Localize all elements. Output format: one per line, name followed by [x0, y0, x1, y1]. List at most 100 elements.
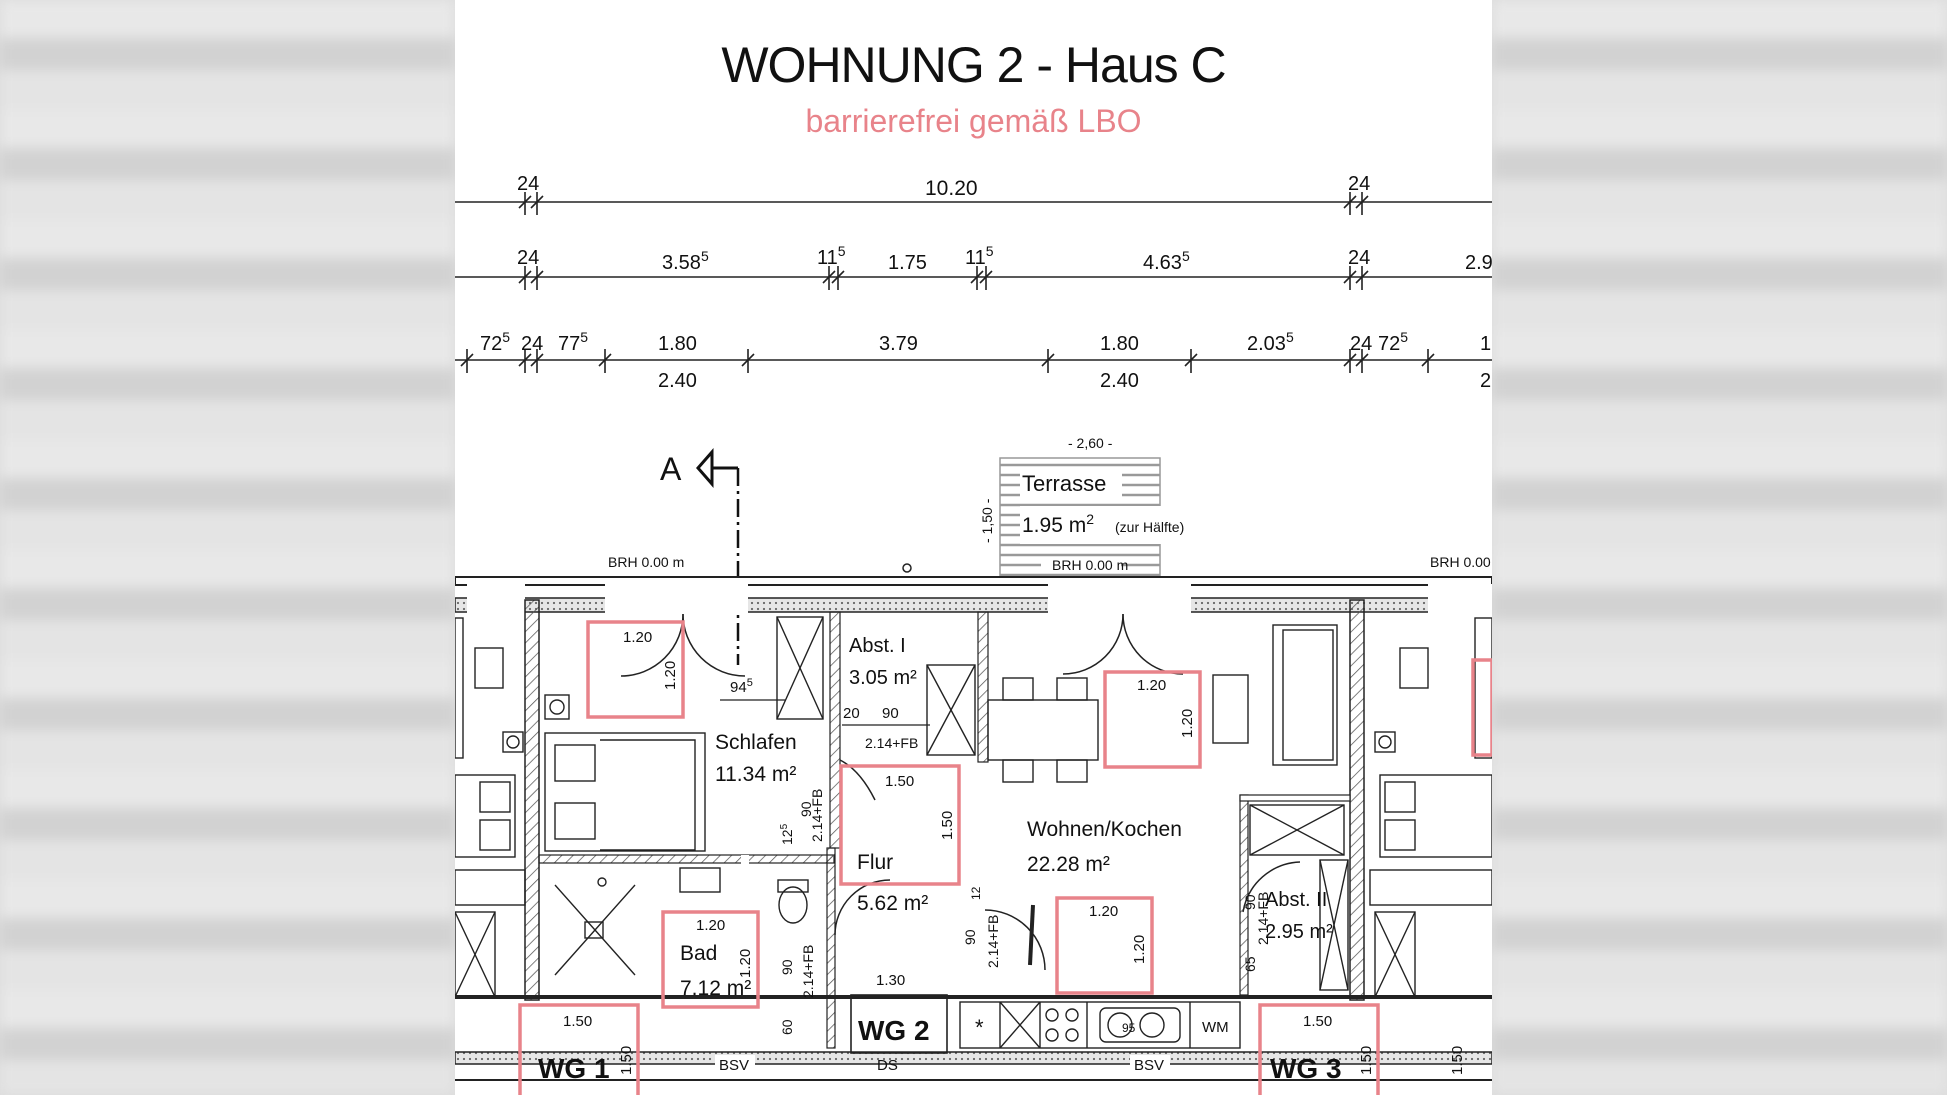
dim-row2-e: 115 [965, 243, 994, 269]
dim-row3-g: 2.035 [1247, 329, 1294, 355]
dim-row3-d: 1.80 [658, 333, 697, 355]
dim-row2-a: 24 [517, 247, 539, 269]
terrace-note: (zur Hälfte) [1115, 519, 1184, 535]
dim-row1-c: 24 [1348, 173, 1370, 195]
dim-row2-c: 115 [817, 243, 846, 269]
dim-row2-h: 2.9 [1465, 252, 1492, 274]
door-dimensions: 945 20 90 2.14+FB 2.14+FB 125 90 2.14+FB… [720, 677, 1271, 1035]
svg-text:90: 90 [962, 929, 978, 945]
clearance-labels: 1.20 1.20 1.50 1.50 1.20 1.20 1.20 1.20 … [563, 629, 1466, 1075]
svg-text:20: 20 [843, 705, 860, 722]
svg-text:945: 945 [730, 677, 753, 696]
room-abst2-area: 2.95 m² [1265, 921, 1333, 943]
room-labels: Abst. I 3.05 m² Schlafen 11.34 m² Flur 5… [538, 635, 1342, 1084]
dim-row3-a: 725 [480, 329, 510, 355]
svg-text:1.50: 1.50 [1358, 1046, 1375, 1075]
terrace: Terrasse 1.95 m2 (zur Hälfte) - 2,60 - -… [979, 435, 1184, 577]
svg-text:2.14+FB: 2.14+FB [800, 945, 816, 998]
floor-plan-sheet: WOHNUNG 2 - Haus C barrierefrei gemäß LB… [455, 0, 1492, 1095]
room-abst2-name: Abst. II [1265, 889, 1327, 911]
svg-text:2.14+FB: 2.14+FB [1255, 892, 1271, 945]
brh-middle: BRH 0.00 m [1052, 557, 1128, 573]
section-marker-a: A [660, 448, 740, 665]
room-bad-area: 7.12 m² [680, 977, 751, 1000]
terrace-depth: - 1,50 - [979, 498, 995, 543]
svg-text:12: 12 [969, 886, 983, 900]
dim-row2-g: 24 [1348, 247, 1370, 269]
svg-text:2.14+FB: 2.14+FB [809, 789, 825, 842]
brh-left: BRH 0.00 m [608, 554, 684, 570]
plan-title: WOHNUNG 2 - Haus C [721, 37, 1226, 93]
svg-text:WM: WM [1202, 1019, 1229, 1036]
svg-text:1.20: 1.20 [1089, 903, 1118, 920]
svg-text:1.20: 1.20 [1131, 935, 1148, 964]
room-abst1-name: Abst. I [849, 635, 906, 657]
svg-text:1.20: 1.20 [737, 949, 754, 978]
dim-row3-i: 725 [1378, 329, 1408, 355]
svg-text:1.30: 1.30 [876, 972, 905, 989]
svg-text:60: 60 [779, 1019, 795, 1035]
wg1-label: WG 1 [538, 1053, 610, 1084]
dim-row3-h: 24 [1350, 333, 1372, 355]
room-flur-name: Flur [857, 851, 893, 874]
svg-text:1.20: 1.20 [623, 629, 652, 646]
dim-row3-e: 3.79 [879, 333, 918, 355]
room-schlafen-name: Schlafen [715, 731, 797, 754]
wg3-label: WG 3 [1270, 1053, 1342, 1084]
svg-text:1.20: 1.20 [1137, 677, 1166, 694]
title-block: WOHNUNG 2 - Haus C barrierefrei gemäß LB… [455, 0, 1492, 160]
walls [455, 576, 1492, 1081]
svg-text:90: 90 [1242, 894, 1258, 910]
plan-subtitle: barrierefrei gemäß LBO [805, 103, 1142, 139]
dim-row2-d: 1.75 [888, 252, 927, 274]
room-abst1-area: 3.05 m² [849, 667, 917, 689]
blurred-background-left [0, 0, 455, 1095]
svg-text:1.20: 1.20 [1179, 709, 1196, 738]
svg-text:90: 90 [779, 959, 795, 975]
dim-row3-d2: 2.40 [658, 370, 697, 392]
room-flur-area: 5.62 m² [857, 892, 928, 915]
svg-text:65: 65 [1242, 956, 1258, 972]
dim-row1-a: 24 [517, 173, 539, 195]
dim-row2-b: 3.585 [662, 248, 709, 274]
neighbour-furniture-right [1369, 617, 1492, 998]
svg-text:BSV: BSV [719, 1057, 749, 1074]
svg-text:1.50: 1.50 [618, 1046, 635, 1075]
dim-row3-f2: 2.40 [1100, 370, 1139, 392]
dim-row3-j2: 2 [1480, 370, 1491, 392]
svg-text:2.14+FB: 2.14+FB [865, 735, 918, 751]
dimension-chain-middle [455, 266, 1492, 290]
dimension-chain-overall [455, 192, 1492, 215]
svg-text:A: A [660, 451, 682, 487]
dim-row3-f: 1.80 [1100, 333, 1139, 355]
neighbour-furniture-left [455, 617, 526, 998]
furniture [544, 616, 1349, 1049]
dim-row3-b: 24 [521, 333, 543, 355]
wg2-label: WG 2 [858, 1015, 930, 1046]
svg-text:2.14+FB: 2.14+FB [985, 915, 1001, 968]
svg-text:95: 95 [1122, 1021, 1136, 1035]
room-bad-name: Bad [680, 942, 717, 965]
svg-text:1.50: 1.50 [1303, 1013, 1332, 1030]
blurred-background-right [1492, 0, 1947, 1095]
svg-text:1.50: 1.50 [1449, 1046, 1466, 1075]
svg-text:90: 90 [798, 801, 814, 817]
svg-text:DS: DS [877, 1057, 898, 1074]
svg-text:BSV: BSV [1134, 1057, 1164, 1074]
dimension-chain-openings [455, 349, 1492, 373]
brh-right: BRH 0.00 [1430, 554, 1491, 570]
svg-text:1.50: 1.50 [563, 1013, 592, 1030]
fixture-labels: BSV DS BSV WM * [715, 1015, 1229, 1074]
terrace-label: Terrasse [1022, 471, 1106, 496]
svg-text:*: * [975, 1015, 984, 1040]
terrace-area: 1.95 m2 [1022, 511, 1094, 537]
outdoor-light-icon [902, 563, 912, 573]
terrace-width: - 2,60 - [1068, 435, 1113, 451]
dim-row1-b: 10.20 [925, 177, 978, 200]
room-wohnen-area: 22.28 m² [1027, 853, 1110, 876]
floor-plan-drawing: 24 10.20 24 24 3.585 115 1.75 115 4.635 … [455, 173, 1492, 1095]
svg-text:1.20: 1.20 [662, 661, 679, 690]
svg-text:1.20: 1.20 [696, 917, 725, 934]
svg-text:1.50: 1.50 [885, 773, 914, 790]
svg-text:125: 125 [779, 823, 795, 845]
